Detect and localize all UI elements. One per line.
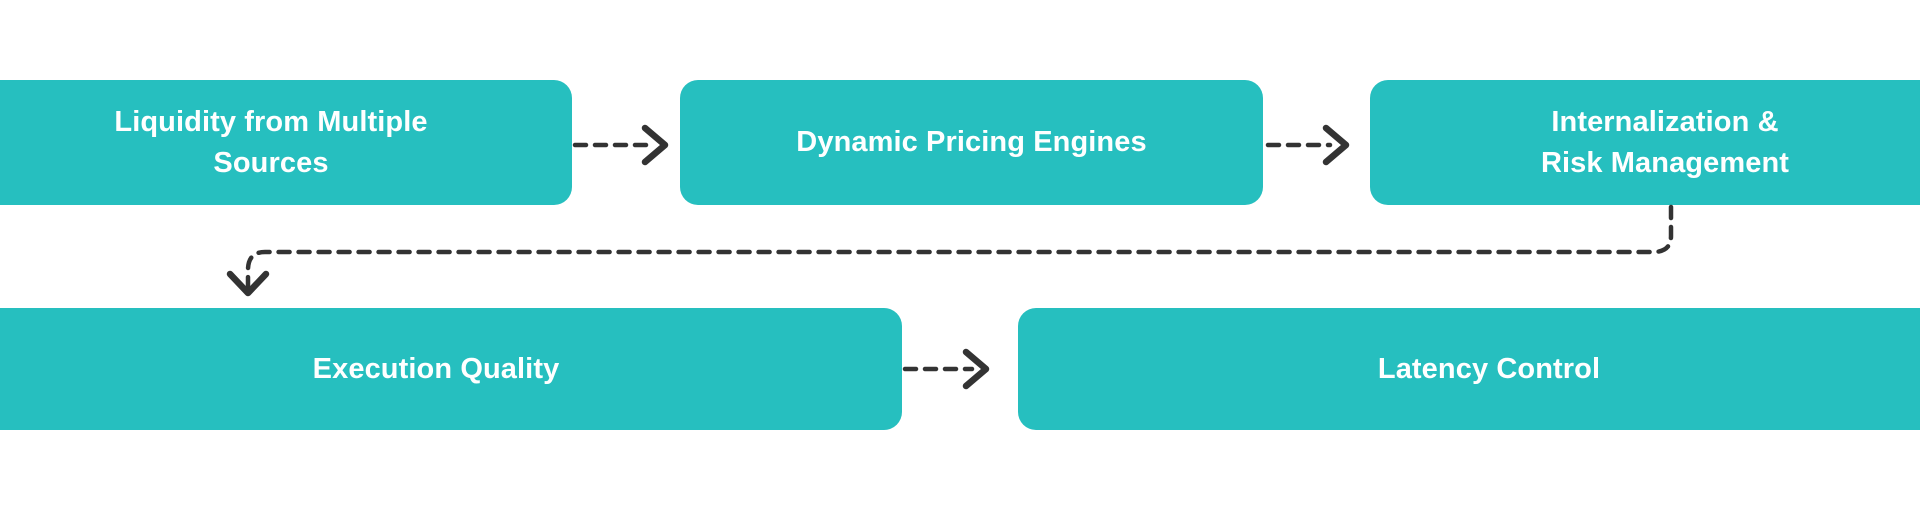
connector-execution-to-latency-arrow-icon (902, 348, 990, 390)
connector-pricing-to-internal-arrow-icon (1265, 124, 1350, 166)
node-dynamic-pricing-engines[interactable]: Dynamic Pricing Engines (680, 80, 1263, 205)
node-latency-control[interactable]: Latency Control (1018, 308, 1920, 430)
connector-internal-to-execution-arrow-icon (226, 204, 1674, 297)
connector-liquidity-to-pricing-arrow-icon (572, 124, 669, 166)
node-internalization-and-risk-management[interactable]: Internalization & Risk Management (1370, 80, 1920, 205)
node-execution-quality[interactable]: Execution Quality (0, 308, 902, 430)
node-liquidity-from-multiple-sources[interactable]: Liquidity from Multiple Sources (0, 80, 572, 205)
